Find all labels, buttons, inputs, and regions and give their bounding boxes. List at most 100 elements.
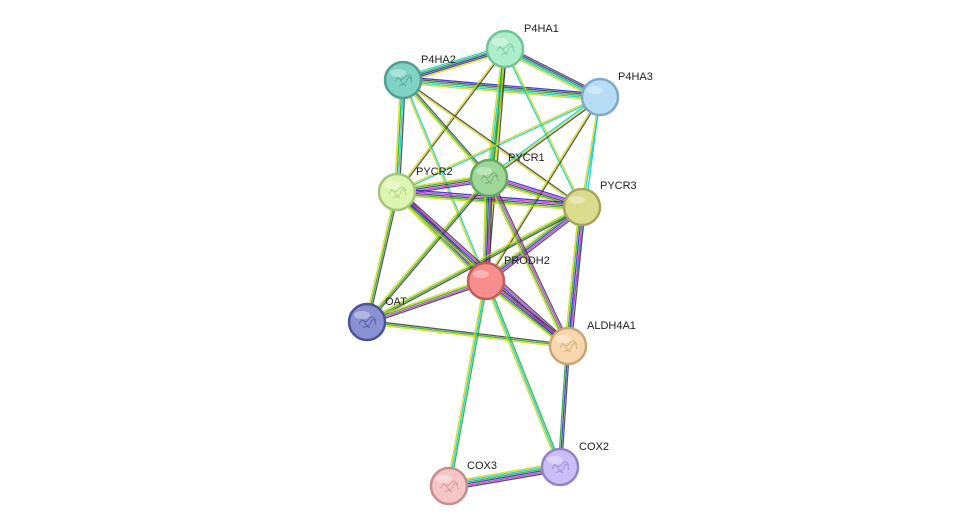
- node-circle[interactable]: [347, 302, 387, 342]
- node-p4ha1[interactable]: [485, 29, 525, 69]
- node-pycr3[interactable]: [562, 187, 602, 227]
- edge-strand: [401, 80, 486, 282]
- protein-structure-icon: [388, 186, 407, 199]
- node-circle[interactable]: [580, 77, 620, 117]
- node-circle[interactable]: [377, 172, 417, 212]
- edge-strand: [367, 178, 491, 324]
- node-highlight: [473, 270, 489, 278]
- node-label-pycr2: PYCR2: [416, 166, 453, 178]
- edge-strand: [402, 80, 582, 209]
- node-circle[interactable]: [469, 158, 509, 198]
- node-label-cox3: COX3: [467, 460, 497, 472]
- node-circle[interactable]: [548, 326, 588, 366]
- node-label-oat: OAT: [385, 296, 407, 308]
- edge-pycr3-aldh4a1: [564, 206, 586, 347]
- node-highlight: [476, 167, 492, 175]
- node-p4ha3[interactable]: [580, 77, 620, 117]
- edge-strand: [396, 95, 600, 192]
- edge-strand: [505, 48, 584, 207]
- edge-strand: [364, 191, 397, 322]
- edge-pycr1-aldh4a1: [486, 176, 571, 348]
- protein-structure-icon: [480, 172, 499, 185]
- edge-strand: [488, 96, 601, 179]
- edge-strand: [367, 192, 400, 323]
- node-highlight: [555, 335, 571, 343]
- edge-strand: [448, 280, 487, 487]
- edge-strand: [403, 79, 488, 281]
- node-highlight: [547, 456, 563, 464]
- edge-strand: [366, 278, 486, 321]
- edge-strand: [366, 191, 398, 323]
- edge-pycr2-oat: [364, 191, 400, 323]
- edge-strand: [486, 207, 584, 283]
- node-label-p4ha3: P4HA3: [618, 71, 653, 83]
- edge-strand: [567, 206, 583, 347]
- edge-strand: [503, 49, 582, 208]
- edge-strand: [366, 177, 490, 323]
- node-highlight: [492, 38, 508, 46]
- edge-strand: [487, 209, 585, 285]
- edge-strand: [485, 206, 583, 282]
- edge-strand: [365, 176, 489, 322]
- edge-strand: [402, 79, 490, 179]
- edge-p4ha3-pycr2: [396, 95, 601, 194]
- node-circle[interactable]: [540, 447, 580, 487]
- edge-strand: [366, 322, 568, 349]
- node-label-p4ha1: P4HA1: [524, 23, 559, 35]
- edge-strand: [395, 48, 505, 192]
- edge-strand: [485, 48, 504, 178]
- node-circle[interactable]: [429, 466, 469, 506]
- node-highlight: [390, 69, 406, 77]
- node-prodh2[interactable]: [466, 261, 506, 301]
- edge-p4ha3-pycr1: [487, 95, 602, 180]
- node-circle[interactable]: [466, 261, 506, 301]
- node-p4ha2[interactable]: [383, 60, 423, 100]
- node-circle[interactable]: [562, 187, 602, 227]
- node-oat[interactable]: [347, 302, 387, 342]
- edge-pycr1-oat: [365, 176, 491, 324]
- edge-strand: [449, 281, 489, 487]
- node-cox2[interactable]: [540, 447, 580, 487]
- node-cox3[interactable]: [429, 466, 469, 506]
- edge-strand: [486, 280, 563, 467]
- edge-p4ha2-prodh2: [401, 79, 488, 282]
- node-label-p4ha2: P4HA2: [421, 54, 456, 66]
- node-pycr2[interactable]: [377, 172, 417, 212]
- node-pycr1[interactable]: [469, 158, 509, 198]
- edge-strand: [483, 281, 560, 468]
- node-aldh4a1[interactable]: [548, 326, 588, 366]
- edge-strand: [564, 206, 580, 346]
- edge-strand: [486, 178, 567, 348]
- edge-strand: [366, 279, 486, 322]
- edge-p4ha2-pycr1: [401, 78, 491, 180]
- node-label-cox2: COX2: [579, 441, 609, 453]
- node-layer: [347, 29, 620, 506]
- protein-structure-icon: [551, 461, 570, 474]
- edge-aldh4a1-cox2: [557, 345, 571, 468]
- protein-structure-icon: [440, 480, 459, 493]
- node-highlight: [354, 311, 370, 319]
- edge-strand: [397, 97, 601, 194]
- edge-prodh2-oat: [366, 278, 487, 325]
- node-circle[interactable]: [383, 60, 423, 100]
- node-label-pycr1: PYCR1: [508, 152, 545, 164]
- edge-p4ha2-pycr3: [402, 78, 583, 209]
- node-label-pycr3: PYCR3: [600, 180, 637, 192]
- edge-p4ha1-pycr3: [503, 48, 584, 208]
- edge-strand: [446, 280, 486, 486]
- edge-strand: [559, 345, 569, 468]
- edge-strand: [403, 78, 583, 207]
- node-label-aldh4a1: ALDH4A1: [587, 320, 636, 332]
- edge-strand: [367, 282, 487, 325]
- edge-strand: [485, 280, 561, 468]
- node-circle[interactable]: [485, 29, 525, 69]
- edge-strand: [490, 176, 571, 346]
- protein-structure-icon: [559, 340, 578, 353]
- node-highlight: [587, 86, 603, 94]
- node-highlight: [436, 475, 452, 483]
- edge-strand: [487, 95, 600, 178]
- node-label-prodh2: PRODH2: [504, 255, 550, 267]
- edge-strand: [568, 207, 585, 347]
